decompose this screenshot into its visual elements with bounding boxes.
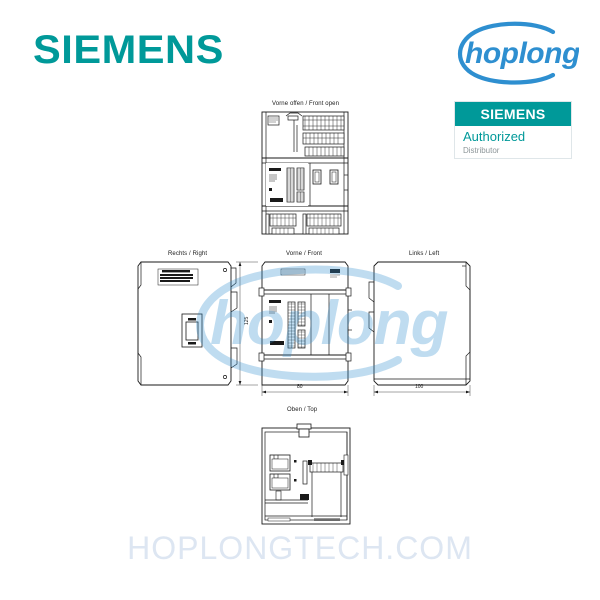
dimension-label-height: 125 (244, 316, 250, 325)
view-label-right: Rechts / Right (168, 251, 208, 257)
view-label-front-open: Vorne offen / Front open (272, 101, 340, 107)
siemens-authorized-distributor-badge: SIEMENS Authorized Distributor (454, 101, 572, 159)
view-label-top: Oben / Top (287, 407, 318, 413)
badge-header: SIEMENS (455, 102, 571, 126)
view-front-open (261, 111, 349, 235)
hoplong-wordmark: hoplong (465, 37, 579, 70)
dimension-label-width: 80 (297, 384, 303, 390)
badge-authorized-label: Authorized (463, 129, 526, 144)
view-label-left: Links / Left (409, 251, 440, 257)
hoplong-watermark: hoplong (180, 262, 450, 382)
view-top (261, 423, 351, 525)
view-left (368, 261, 471, 396)
hoplongtech-url-watermark: HOPLONGTECH.COM (127, 530, 473, 566)
view-right (137, 261, 238, 386)
badge-body: Authorized Distributor (455, 126, 571, 156)
view-label-front: Vorne / Front (286, 251, 322, 257)
hoplong-logo: hoplong (449, 18, 579, 90)
badge-distributor-label: Distributor (463, 146, 500, 155)
view-front (236, 261, 352, 396)
dimension-label-depth: 100 (415, 384, 424, 390)
siemens-logo: SIEMENS (33, 28, 224, 72)
badge-header-label: SIEMENS (480, 106, 546, 122)
